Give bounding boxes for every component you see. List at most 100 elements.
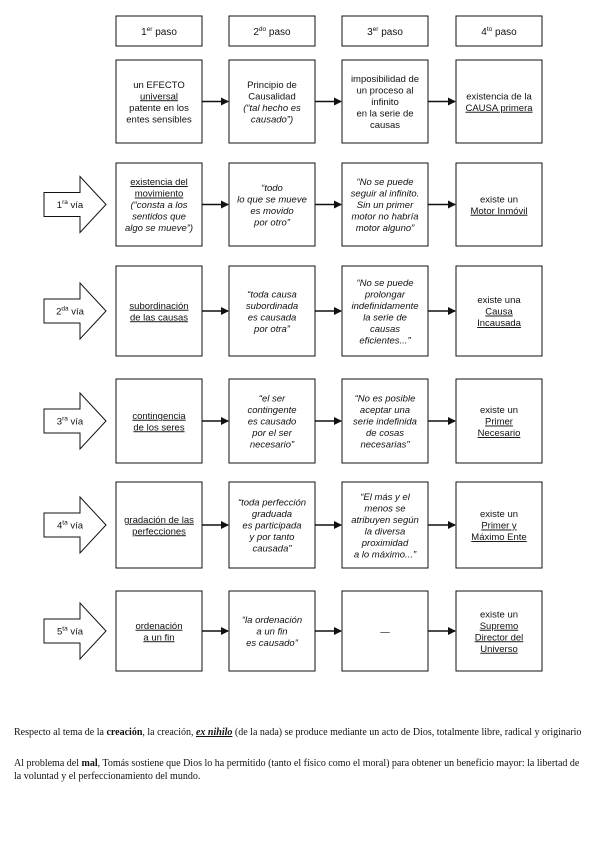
step-text-line: Director del [475, 632, 524, 643]
step-text-line: “toda causa [247, 289, 297, 300]
header-label: 2do paso [253, 26, 291, 38]
step-box-frame [455, 265, 543, 357]
step-text-line: es movido [250, 206, 293, 217]
step-box-frame [341, 162, 429, 247]
footer-text: Al problema del [14, 758, 82, 769]
step-text-line: Máximo Ente [471, 532, 526, 543]
step-text-line: patente en los [129, 103, 189, 114]
footer-paragraph-creation: Respecto al tema de la creación, la crea… [14, 726, 589, 739]
step-text-line: atribuyen según [351, 515, 419, 526]
via-label: 5ta vía [57, 626, 84, 638]
step-text-line: Supremo [480, 621, 519, 632]
step-box-frame [341, 590, 429, 672]
step-text-line: entes sensibles [126, 114, 192, 125]
step-text-line: existe un [480, 194, 518, 205]
via-label: 2da vía [56, 306, 85, 318]
step-text-line: “el ser [259, 394, 286, 405]
step-text-line: sentidos que [132, 212, 186, 223]
step-box-frame [115, 378, 203, 464]
via-arrow-shape [43, 495, 107, 555]
step-text-line: Causalidad [248, 91, 296, 102]
step-box-frame [228, 59, 316, 144]
step-text-line: algo se mueve”) [125, 223, 193, 234]
step-text-line: existencia del [130, 177, 188, 188]
step-text-line: “No es posible [355, 394, 416, 405]
step-box-frame [228, 378, 316, 464]
step-text-line: es causado [248, 417, 297, 428]
header-box [341, 15, 429, 47]
footer-bold-creacion: creación [106, 727, 143, 738]
step-text-line: a un fin [143, 632, 174, 643]
footer-bold-mal: mal [81, 758, 98, 769]
step-header-3: 3er paso [341, 15, 429, 47]
step-text-line: la diversa [365, 526, 406, 537]
step-box-frame [115, 481, 203, 569]
step-text-line: universal [140, 91, 178, 102]
via-arrow-shape [43, 391, 107, 451]
step-box-frame [455, 162, 543, 247]
step-box-frame [115, 265, 203, 357]
step-box-frame [115, 590, 203, 672]
step-text-line: de las causas [130, 312, 188, 323]
step-text-line: “No se puede [356, 278, 413, 289]
step-text-line: existe un [480, 405, 518, 416]
step-text-line: existe un [480, 509, 518, 520]
step-text-line: imposibilidad de [351, 74, 419, 85]
step-box-frame [341, 59, 429, 144]
step-text-line: la serie de [363, 312, 407, 323]
step-text-line: indefinidamente [351, 301, 418, 312]
step-text-line: prolongar [364, 289, 406, 300]
header-box [228, 15, 316, 47]
step-box-frame [115, 162, 203, 247]
step-text-line: por otro” [253, 217, 291, 228]
step-text-line: menos se [364, 503, 405, 514]
step-text-line: contingente [247, 405, 296, 416]
step-text-line: Necesario [478, 428, 521, 439]
via-arrow-shape [43, 601, 107, 661]
step-box: — [341, 590, 429, 672]
step-text-line: infinito [371, 97, 398, 108]
step-text-line: — [380, 627, 390, 638]
step-text-line: Causa [485, 307, 513, 318]
step-box-frame [455, 590, 543, 672]
step-text-line: Incausada [477, 318, 522, 329]
step-text-line: necesario” [250, 440, 295, 451]
step-text-line: Motor Inmóvil [470, 206, 527, 217]
step-text-line: (“consta a los [130, 200, 187, 211]
step-text-line: motor no habría [351, 212, 418, 223]
step-text-line: subordinación [129, 301, 188, 312]
step-text-line: Primer [485, 417, 513, 428]
step-text-line: existe un [480, 609, 518, 620]
step-text-line: serie indefinida [353, 417, 417, 428]
step-text-line: “todo [261, 183, 283, 194]
step-text-line: seguir al infinito. [351, 189, 420, 200]
step-text-line: proximidad [361, 538, 409, 549]
step-box-frame [455, 59, 543, 144]
header-box [455, 15, 543, 47]
step-text-line: causas [370, 120, 400, 131]
step-box-frame [341, 481, 429, 569]
step-text-line: “El más y el [360, 492, 411, 503]
step-text-line: (“tal hecho es [243, 103, 301, 114]
footer-text: (de la nada) se produce mediante un acto… [232, 727, 582, 738]
footer-ex-nihilo: ex nihilo [195, 727, 233, 738]
